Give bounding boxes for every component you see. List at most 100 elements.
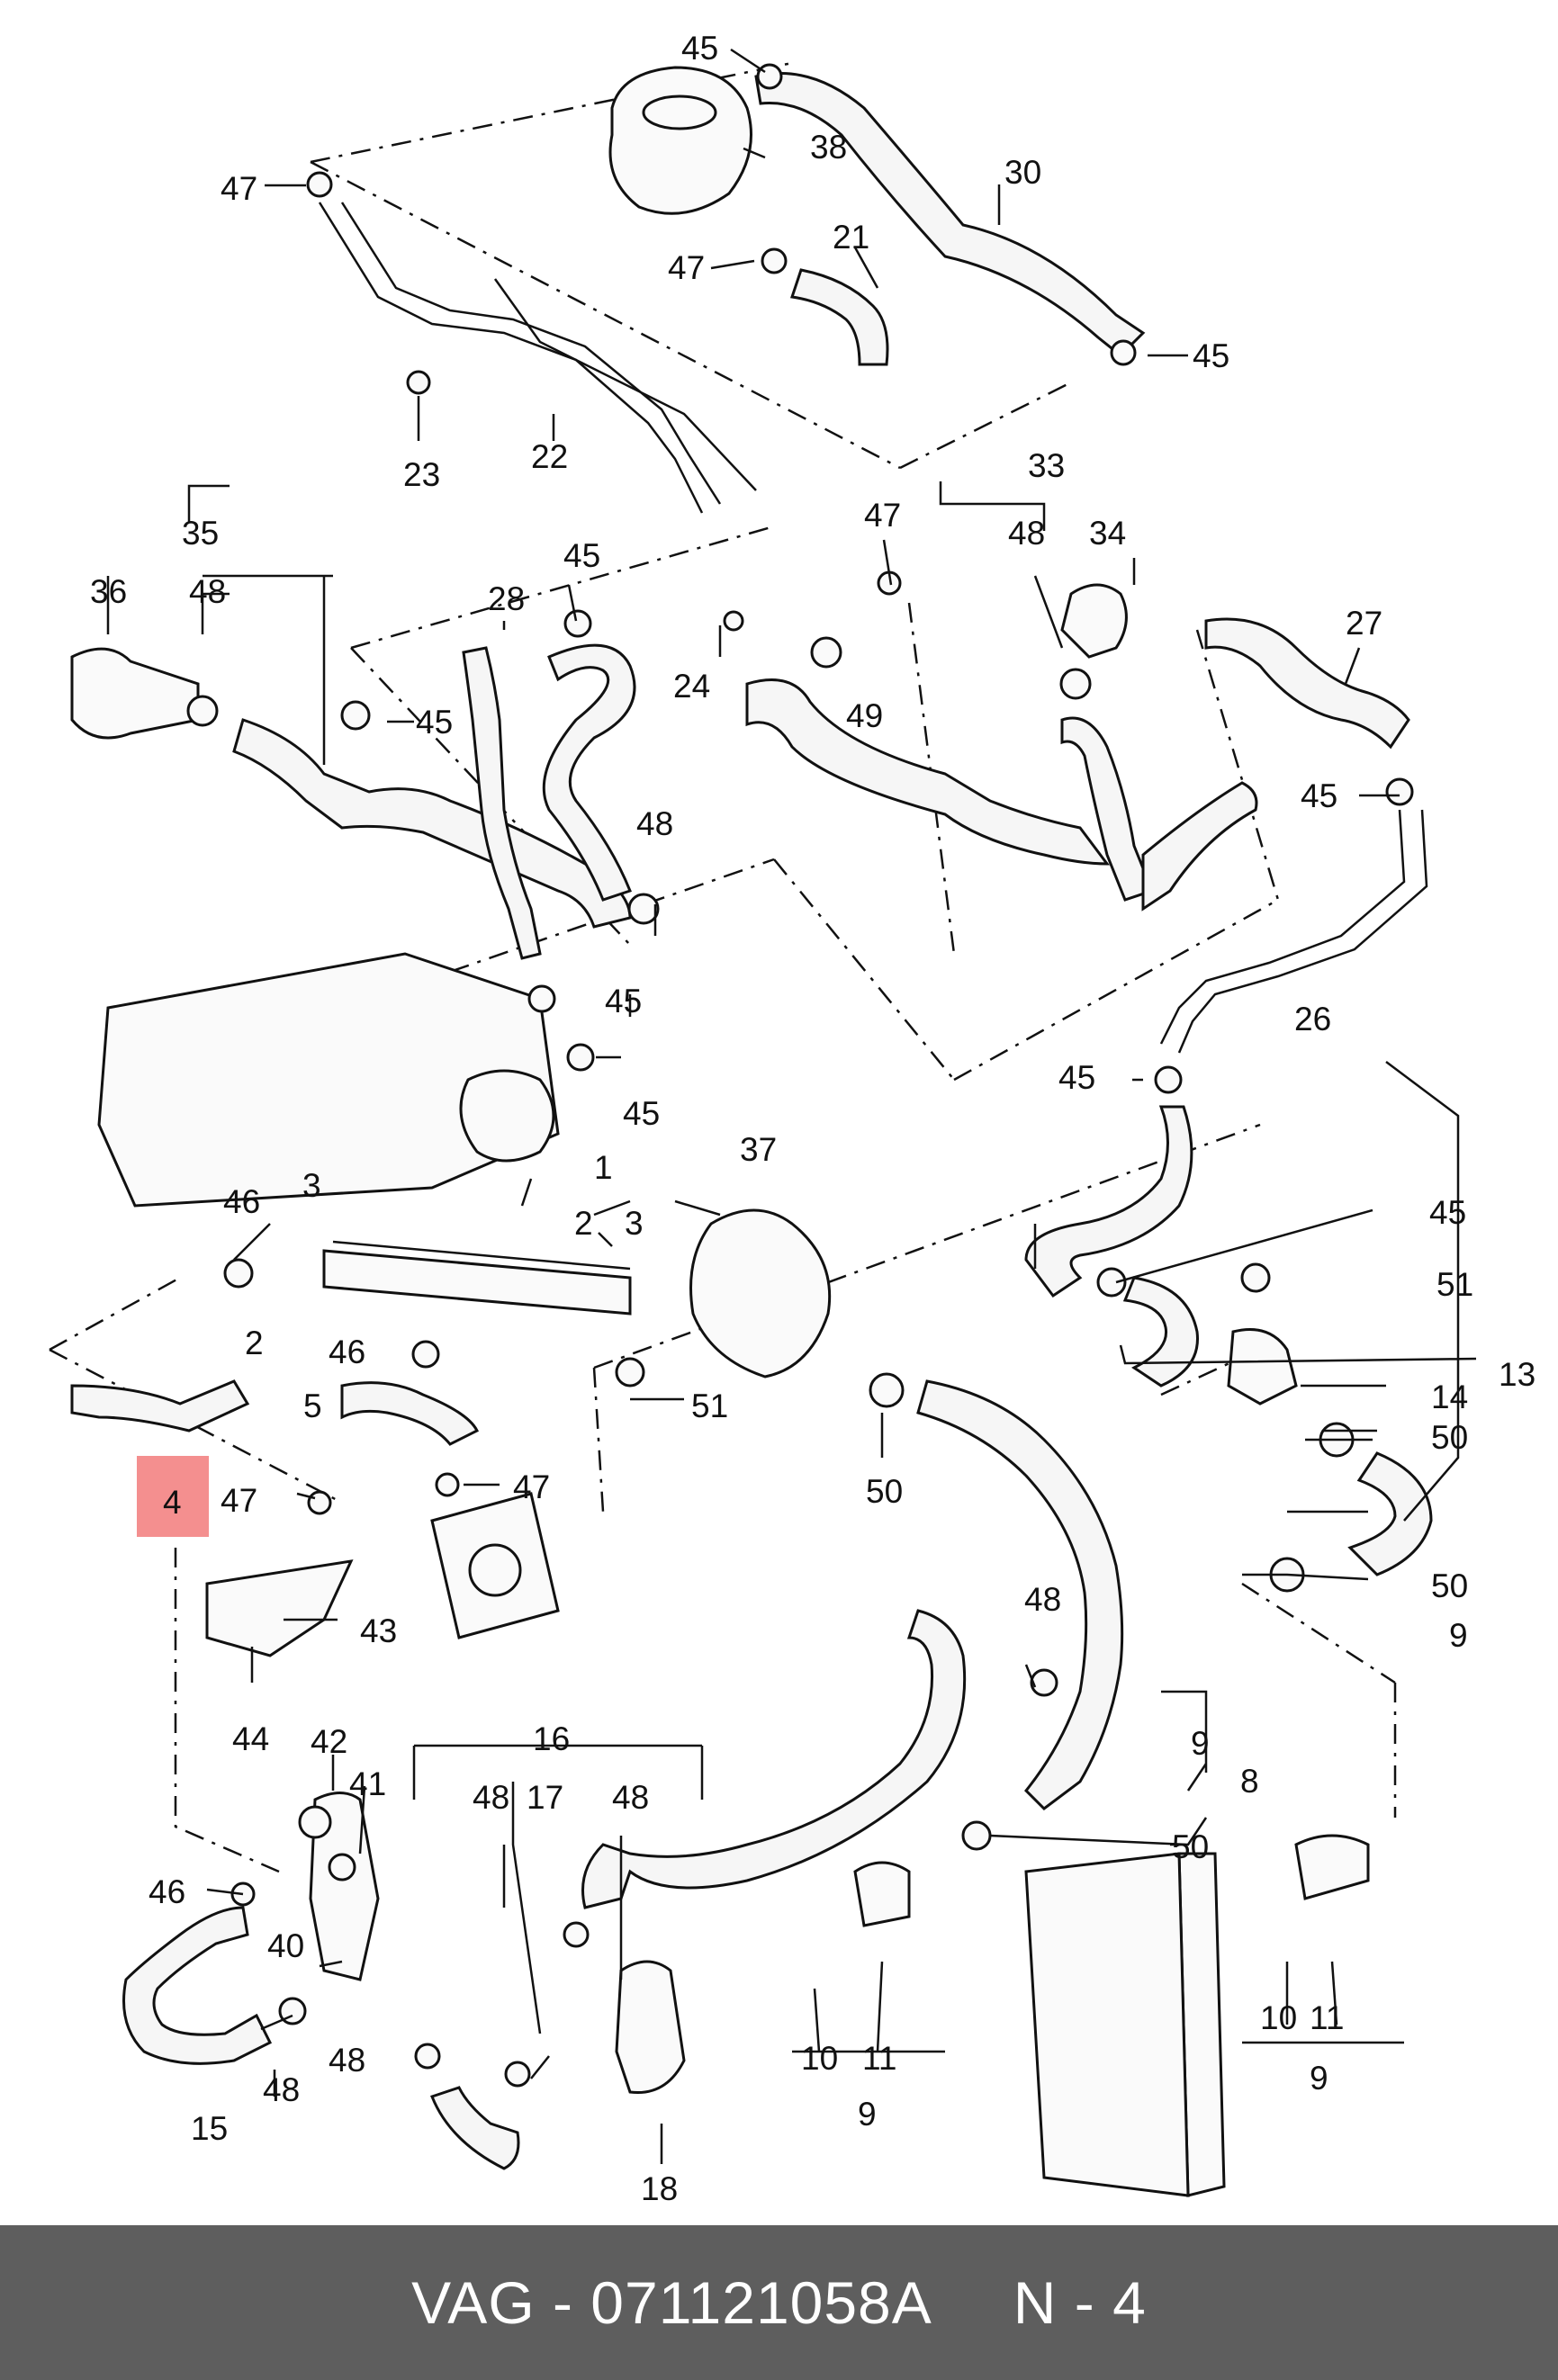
callout-48: 48 xyxy=(329,2042,365,2079)
callout-24: 24 xyxy=(673,668,710,705)
callout-36: 36 xyxy=(90,573,127,610)
hose-upper-right xyxy=(1024,1105,1193,1298)
reservoir-cap xyxy=(642,94,717,130)
callout-9: 9 xyxy=(858,2096,877,2133)
callout-45: 45 xyxy=(681,30,718,67)
callout-28: 28 xyxy=(488,580,525,617)
callout-45: 45 xyxy=(563,537,600,574)
callout-3: 3 xyxy=(625,1205,644,1242)
callout-44: 44 xyxy=(232,1720,269,1757)
hose-15 xyxy=(122,1906,273,2065)
components xyxy=(70,66,1370,2197)
hose-35 xyxy=(232,718,632,929)
part-code: VAG - 071121058A xyxy=(411,2269,932,2336)
callout-50: 50 xyxy=(1431,1567,1468,1604)
callout-46: 46 xyxy=(223,1183,260,1220)
callout-labels: 45 38 30 47 47 21 45 23 22 35 36 48 45 2… xyxy=(90,30,1535,2207)
callout-45: 45 xyxy=(1058,1059,1095,1096)
hose-33 xyxy=(1060,716,1154,902)
callout-4-highlighted: 4 xyxy=(163,1484,182,1521)
hose-13a xyxy=(1122,1276,1199,1388)
callout-51: 51 xyxy=(691,1388,728,1424)
callout-48: 48 xyxy=(636,805,673,842)
callout-45: 45 xyxy=(1193,337,1229,374)
callout-22: 22 xyxy=(531,438,568,475)
callout-41: 41 xyxy=(349,1765,386,1802)
callout-45: 45 xyxy=(1429,1194,1466,1231)
hose-21 xyxy=(790,268,889,366)
hose-4 xyxy=(70,1379,250,1432)
hose-28b xyxy=(542,643,636,902)
radiator-core xyxy=(1024,1852,1190,2197)
callout-17: 17 xyxy=(527,1779,563,1816)
bracket-43 xyxy=(205,1559,354,1657)
callout-16: 16 xyxy=(533,1720,570,1757)
callout-45: 45 xyxy=(605,983,642,1019)
hose-28a xyxy=(462,646,542,960)
hoses xyxy=(70,72,1433,2170)
hose-27 xyxy=(1204,617,1410,750)
callout-45: 45 xyxy=(623,1095,660,1132)
hose-33b xyxy=(1141,781,1258,912)
callout-23: 23 xyxy=(403,456,440,493)
callout-37: 37 xyxy=(740,1131,777,1168)
callout-50: 50 xyxy=(1172,1828,1209,1865)
callout-21: 21 xyxy=(833,219,869,256)
callout-48: 48 xyxy=(612,1779,649,1816)
reservoir-38 xyxy=(608,66,752,215)
callout-9: 9 xyxy=(1310,2060,1328,2097)
callout-46: 46 xyxy=(149,1873,185,1910)
callout-34: 34 xyxy=(1089,515,1126,552)
callout-49: 49 xyxy=(846,697,883,734)
callout-47: 47 xyxy=(221,1482,257,1519)
callout-27: 27 xyxy=(1346,605,1382,642)
callout-15: 15 xyxy=(191,2110,228,2147)
callout-47: 47 xyxy=(513,1468,550,1505)
callout-2: 2 xyxy=(245,1325,264,1361)
hose-49 xyxy=(745,678,1111,866)
flange-37 xyxy=(689,1208,832,1379)
callout-2: 2 xyxy=(574,1205,593,1242)
callout-10: 10 xyxy=(801,2040,838,2077)
callout-46: 46 xyxy=(329,1334,365,1370)
callout-38: 38 xyxy=(810,129,847,166)
callout-9: 9 xyxy=(1191,1725,1210,1762)
callout-14: 14 xyxy=(1431,1379,1468,1415)
callout-5: 5 xyxy=(303,1388,322,1424)
callout-51: 51 xyxy=(1436,1266,1473,1303)
callout-43: 43 xyxy=(360,1612,397,1649)
part-14 xyxy=(1227,1328,1298,1406)
callout-45: 45 xyxy=(416,704,453,741)
callout-30: 30 xyxy=(1004,154,1041,191)
callout-3: 3 xyxy=(302,1167,321,1204)
hose-30 xyxy=(754,72,1146,358)
callout-48: 48 xyxy=(1008,515,1045,552)
callout-13: 13 xyxy=(1499,1356,1535,1393)
hose-17 xyxy=(430,2086,520,2170)
flange-10-11b xyxy=(1294,1834,1370,1900)
clamp-18 xyxy=(615,1960,686,2095)
elbow-34 xyxy=(1060,583,1128,659)
callout-33: 33 xyxy=(1028,447,1065,484)
flange-36 xyxy=(70,647,200,740)
callout-10: 10 xyxy=(1260,1999,1297,2036)
pipe-1 xyxy=(322,1249,632,1316)
callout-48: 48 xyxy=(1024,1581,1061,1618)
hose-13b xyxy=(1347,1451,1433,1576)
callout-35: 35 xyxy=(182,515,219,552)
callout-18: 18 xyxy=(641,2170,678,2207)
hose-16 xyxy=(581,1609,967,1909)
callout-50: 50 xyxy=(1431,1419,1468,1456)
callout-1: 1 xyxy=(594,1149,613,1186)
callout-47: 47 xyxy=(864,497,901,534)
oil-cooler-port xyxy=(468,1543,522,1597)
callout-47: 47 xyxy=(668,249,705,286)
callout-8: 8 xyxy=(1240,1763,1259,1800)
hose-main xyxy=(916,1379,1124,1810)
callout-9: 9 xyxy=(1449,1617,1468,1654)
callout-48: 48 xyxy=(263,2071,300,2108)
hose-5 xyxy=(340,1381,480,1446)
callout-50: 50 xyxy=(866,1473,903,1510)
highlight-box xyxy=(137,1456,209,1537)
callout-47: 47 xyxy=(221,170,257,207)
